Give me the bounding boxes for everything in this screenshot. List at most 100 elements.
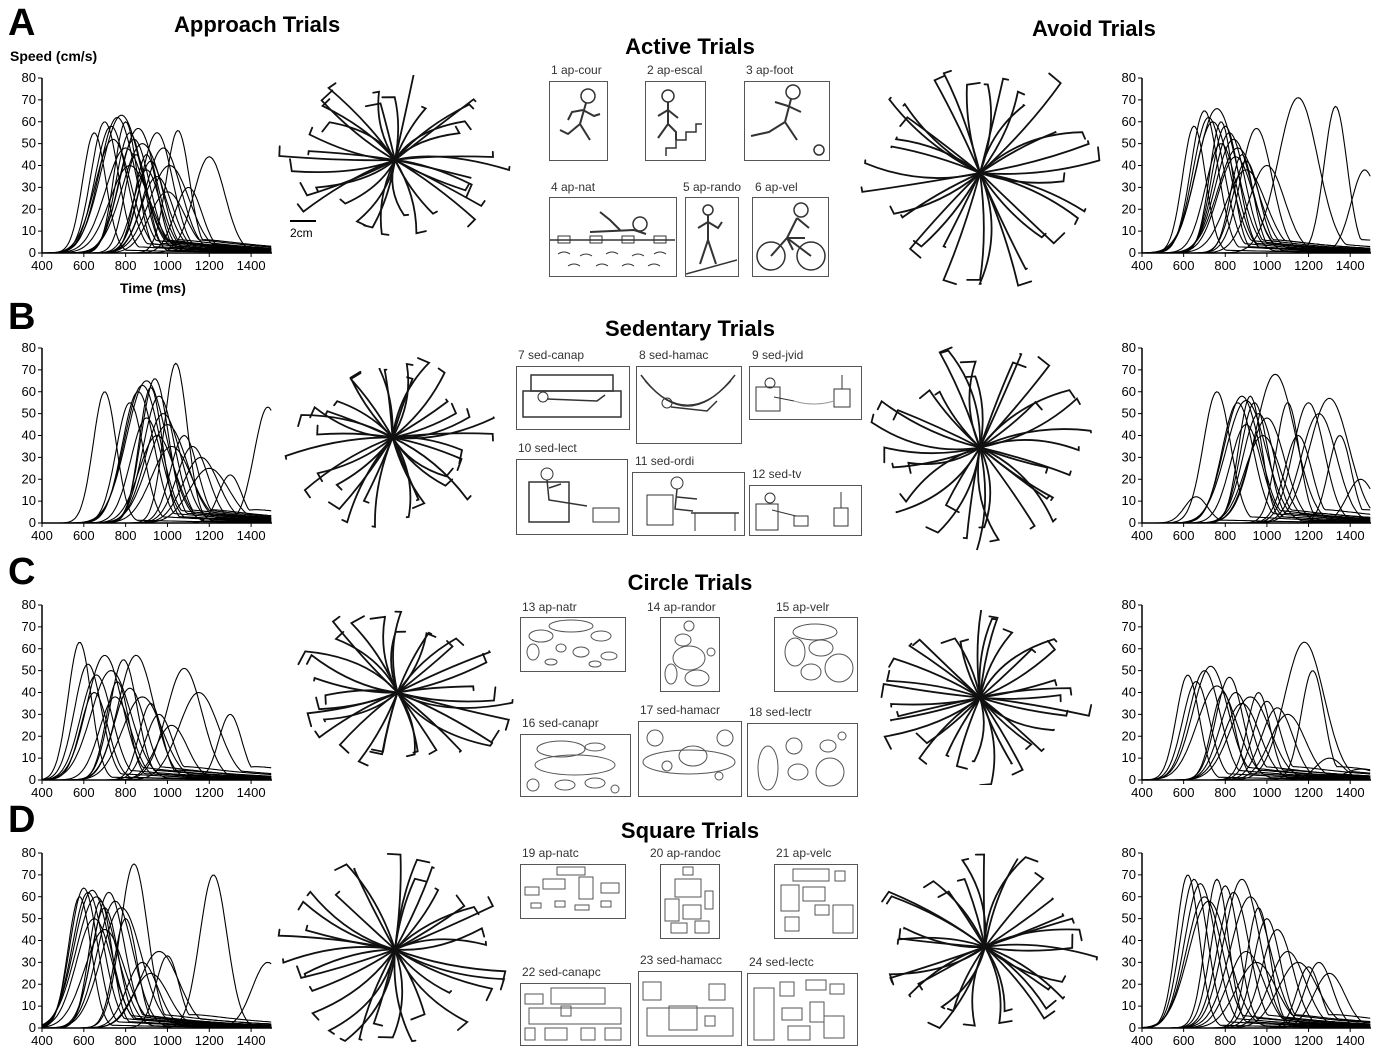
trial-speed-curve	[42, 696, 272, 781]
mouse-trajectory	[278, 145, 396, 162]
mouse-trajectory	[956, 878, 986, 948]
mouse-trajectory	[984, 928, 1083, 948]
stimulus-tile-cycling	[752, 197, 829, 277]
mouse-trajectory	[945, 696, 981, 758]
y-tick-label: 10	[1122, 223, 1136, 238]
trajectory-plot-active-avoid	[860, 70, 1101, 287]
trial-speed-curve	[1142, 435, 1371, 524]
y-tick-label: 10	[1122, 493, 1136, 508]
mouse-trajectory	[353, 867, 396, 951]
x-tick-label: 800	[1214, 785, 1236, 800]
mouse-trajectory	[391, 367, 446, 439]
mouse-trajectory	[984, 856, 1039, 948]
trial-speed-curve	[41, 663, 272, 781]
rectangle-pattern-icon	[642, 981, 734, 1037]
tv-watcher-icon	[755, 492, 849, 531]
ellipse-pattern-icon	[757, 731, 847, 791]
x-tick-label: 1200	[1294, 258, 1323, 273]
mouse-trajectory	[331, 615, 399, 694]
approach-column-title: Approach Trials	[174, 12, 341, 37]
y-tick-label: 20	[22, 471, 36, 486]
mouse-trajectory	[979, 172, 1087, 213]
row-title-active: Active Trials	[625, 34, 755, 59]
mouse-trajectory	[971, 696, 985, 763]
y-tick-label: 50	[22, 136, 36, 151]
hammock-icon	[640, 374, 736, 412]
y-tick-label: 60	[22, 384, 36, 399]
y-tick-label: 30	[22, 179, 36, 194]
mouse-trajectory	[979, 140, 1090, 174]
trial-speed-curve	[42, 391, 272, 524]
avoid-column-title: Avoid Trials	[1032, 16, 1156, 41]
y-tick-label: 70	[1122, 362, 1136, 377]
y-tick-label: 0	[1129, 772, 1136, 787]
stimulus-tile-canapr	[520, 734, 631, 797]
mouse-trajectory	[984, 933, 1074, 952]
x-tick-label: 1400	[237, 785, 266, 800]
mouse-trajectory	[979, 694, 1062, 703]
mouse-trajectory	[902, 102, 981, 174]
mouse-trajectory	[876, 399, 981, 449]
x-tick-label: 1400	[1336, 258, 1365, 273]
stimulus-label: 9 sed-jvid	[752, 348, 804, 362]
trajectory-plot-square-approach	[277, 853, 507, 1043]
computer-user-icon	[646, 476, 739, 531]
x-tick-label: 800	[115, 785, 137, 800]
mouse-trajectory	[394, 948, 494, 1002]
trajectory-plot-circle-avoid	[880, 610, 1093, 785]
mouse-trajectory	[394, 105, 428, 161]
mouse-trajectory	[979, 638, 1058, 699]
x-tick-label: 800	[115, 528, 137, 543]
stimulus-tile-reading	[516, 459, 628, 535]
trial-speed-curve	[1142, 127, 1371, 254]
y-tick-label: 50	[1122, 136, 1136, 151]
stimulus-tile-computer	[632, 472, 745, 536]
mouse-trajectory	[978, 446, 992, 529]
mouse-trajectory	[979, 678, 1058, 699]
rectangle-pattern-icon	[753, 979, 845, 1041]
trial-speed-curve	[1142, 125, 1371, 254]
mouse-trajectory	[975, 446, 987, 550]
mouse-trajectory	[883, 696, 981, 750]
trajectory-plot-circle-approach	[297, 610, 514, 767]
mouse-trajectory	[900, 172, 981, 219]
stimulus-tile-football	[744, 81, 830, 161]
rectangle-pattern-icon	[524, 866, 620, 911]
mouse-trajectory	[979, 131, 1086, 174]
trial-speed-curve	[1142, 961, 1371, 1029]
cyclist-icon	[756, 202, 826, 271]
mouse-trajectory	[912, 638, 981, 699]
stimulus-label: 11 sed-ordi	[635, 454, 695, 468]
stimulus-label: 21 ap-velc	[776, 846, 832, 860]
y-tick-label: 40	[1122, 428, 1136, 443]
mouse-trajectory	[959, 638, 981, 699]
y-tick-label: 10	[22, 493, 36, 508]
stimulus-label: 17 sed-hamacr	[640, 703, 721, 717]
y-tick-label: 0	[1129, 1020, 1136, 1035]
mouse-trajectory	[396, 691, 500, 744]
y-tick-label: 50	[1122, 663, 1136, 678]
y-tick-label: 20	[22, 976, 36, 991]
mouse-trajectory	[394, 75, 415, 161]
mouse-trajectory	[979, 696, 1045, 753]
mouse-trajectory	[358, 948, 396, 1041]
y-tick-label: 80	[22, 340, 36, 355]
trajectory-plot-sedentary-approach	[284, 357, 495, 528]
trial-speed-curve	[42, 417, 272, 524]
stimulus-label: 18 sed-lectr	[749, 705, 812, 719]
y-tick-label: 40	[22, 158, 36, 173]
mouse-trajectory	[937, 890, 986, 948]
y-tick-label: 30	[1122, 954, 1136, 969]
mouse-trajectory	[979, 428, 1092, 449]
trial-speed-curve	[42, 132, 272, 254]
trial-speed-curve	[1142, 891, 1371, 1029]
mouse-trajectory	[940, 637, 981, 699]
x-tick-label: 400	[31, 528, 53, 543]
mouse-trajectory	[394, 926, 486, 951]
mouse-trajectory	[392, 610, 403, 694]
y-tick-label: 60	[22, 114, 36, 129]
